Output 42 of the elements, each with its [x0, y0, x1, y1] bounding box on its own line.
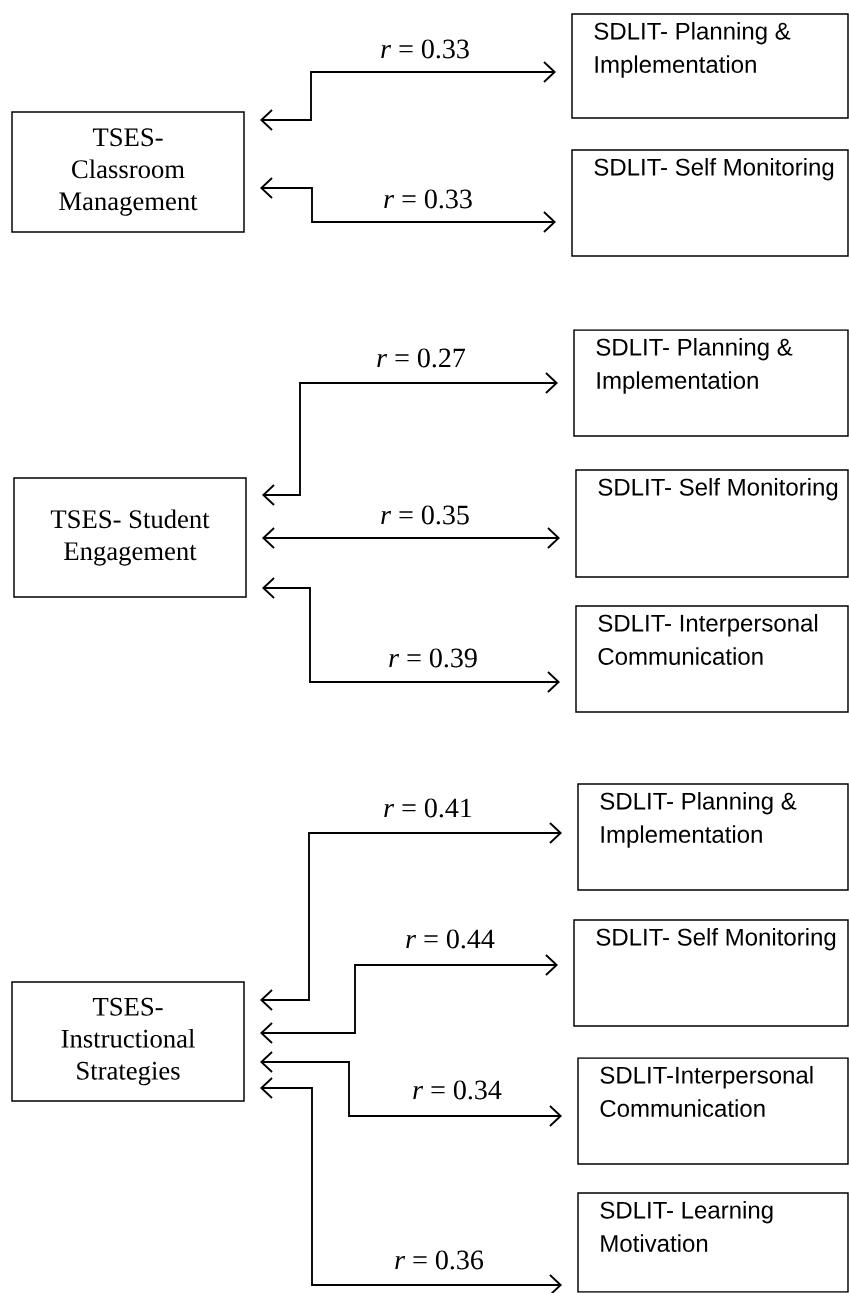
construct-box [13, 477, 247, 598]
box-label: SDLIT- Self Monitoring [596, 928, 836, 951]
subscale-box [577, 1057, 849, 1165]
box-label: TSES- Classroom Management [59, 128, 198, 216]
box-label: SDLIT- Self Monitoring [594, 158, 834, 181]
arrow [262, 372, 558, 506]
subscale-box [571, 13, 849, 119]
subscale-box [575, 469, 849, 578]
box-label: SDLIT- Planning & Implementation [594, 22, 791, 78]
box-label: SDLIT-Interpersonal Communication [600, 1066, 813, 1117]
construct-box [11, 981, 245, 1102]
edge-label: r = 0.41 [384, 798, 472, 818]
edge-label: r = 0.33 [384, 189, 472, 209]
edge-label: r = 0.39 [389, 648, 477, 668]
arrow [260, 177, 556, 233]
subscale-box [577, 1192, 849, 1293]
subscale-box [573, 919, 849, 1027]
box-label: TSES- Student Engagement [50, 509, 210, 566]
box-label: SDLIT- Planning & Implementation [596, 338, 793, 394]
box-label: SDLIT- Planning & Implementation [600, 792, 797, 848]
edge-label: r = 0.44 [406, 929, 495, 949]
arrow [260, 954, 558, 1044]
box-label: SDLIT- Learning Motivation [600, 1201, 773, 1252]
subscale-box [571, 149, 849, 257]
box-label: SDLIT- Interpersonal Communication [598, 614, 818, 665]
subscale-box [575, 605, 849, 713]
edge-label: r = 0.34 [413, 1080, 502, 1100]
edge-label: r = 0.36 [395, 1250, 484, 1270]
edge-label: r = 0.35 [381, 505, 469, 525]
arrow [260, 61, 556, 131]
box-label: SDLIT- Self Monitoring [598, 478, 838, 501]
arrow [260, 822, 562, 1011]
box-label: TSES- Instructional Strategies [61, 997, 195, 1086]
arrow [262, 527, 560, 549]
arrow [260, 1051, 562, 1127]
arrow [262, 577, 560, 693]
edge-label: r = 0.27 [377, 348, 466, 368]
construct-box [11, 111, 245, 233]
edge-label: r = 0.33 [381, 39, 469, 59]
subscale-box [577, 783, 849, 891]
arrow [260, 1077, 562, 1293]
subscale-box [573, 329, 849, 437]
